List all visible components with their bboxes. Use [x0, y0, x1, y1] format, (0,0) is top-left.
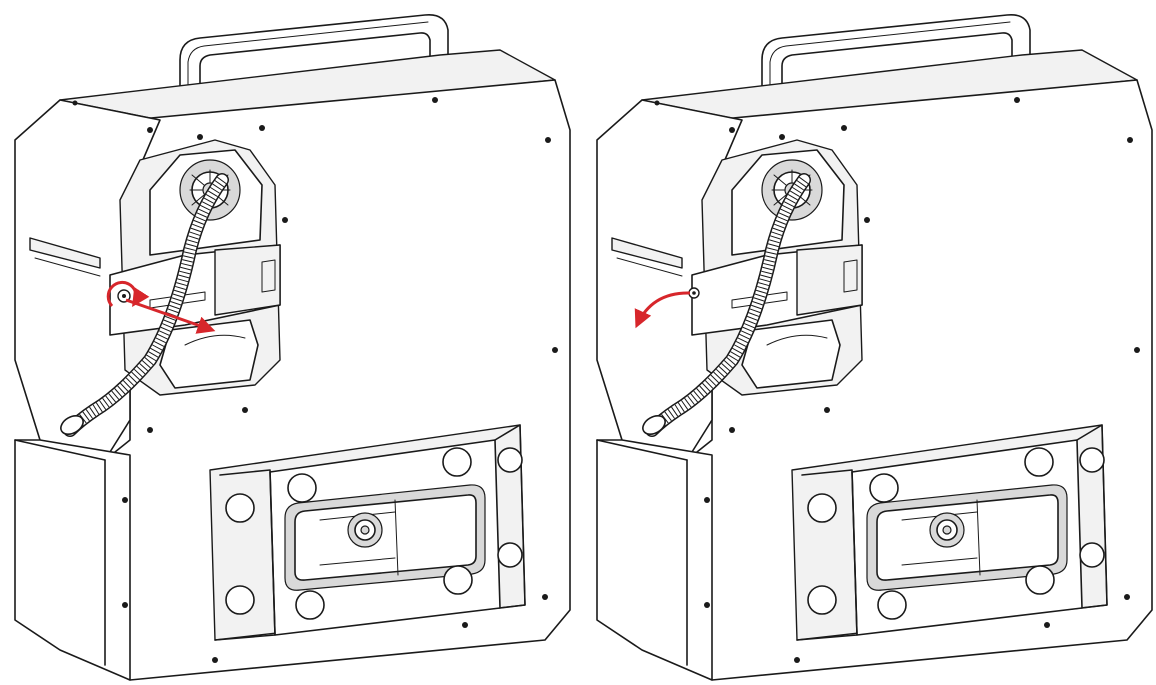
device-drawing: [597, 15, 1152, 680]
panel-step-1: [15, 15, 570, 680]
panel-step-2: [597, 15, 1152, 680]
device-drawing: [15, 15, 570, 680]
rotate-screw-arrow-icon: [106, 280, 150, 308]
slide-right-arrow-icon: [125, 298, 216, 334]
swing-left-arrow-icon: [634, 291, 691, 329]
